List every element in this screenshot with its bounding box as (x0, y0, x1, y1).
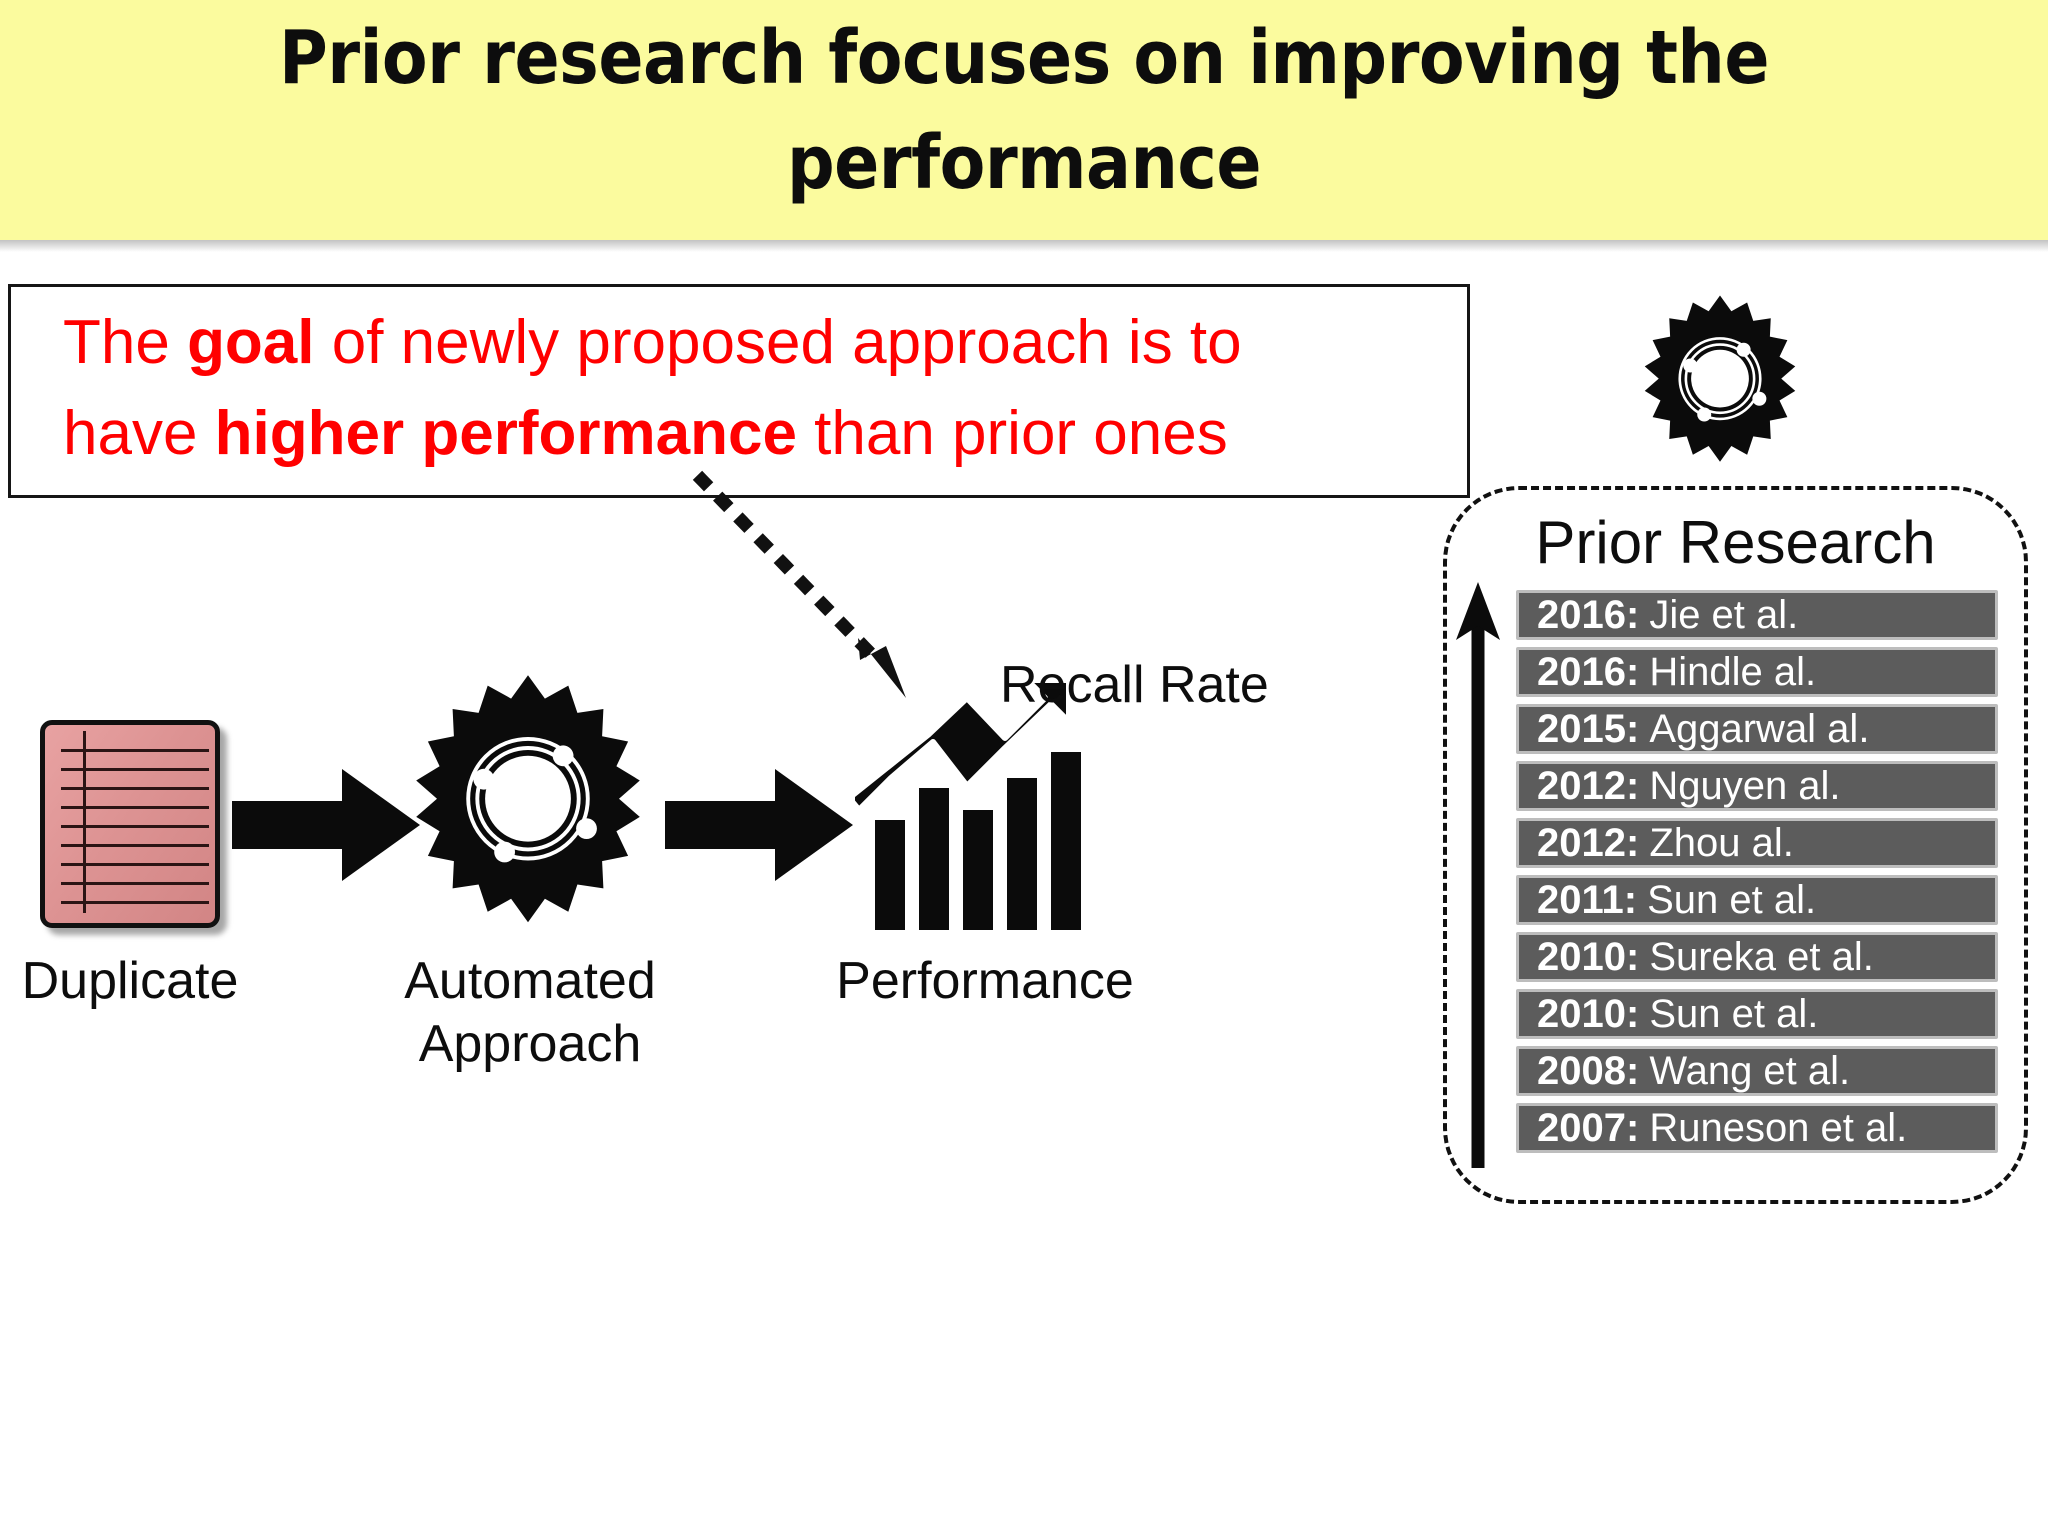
prior-research-author: Jie et al. (1649, 592, 1799, 637)
prior-research-item[interactable]: 2007:Runeson et al. (1516, 1103, 1998, 1153)
goal-plain-text: than prior ones (796, 399, 1228, 469)
page-title: Prior research focuses on improving the … (279, 15, 1769, 207)
document-rule-line (61, 768, 209, 771)
goal-plain-text: of newly proposed approach is to (314, 308, 1242, 377)
document-rule-line (61, 787, 209, 790)
prior-research-year: 2016: (1537, 592, 1640, 637)
prior-research-author: Nguyen al. (1649, 763, 1841, 808)
goal-callout-text: The goal of newly proposed approach is t… (63, 297, 1453, 479)
prior-research-item[interactable]: 2016:Jie et al. (1516, 590, 1998, 640)
document-rule-line (61, 806, 209, 809)
gear-icon (416, 675, 640, 923)
prior-research-item[interactable]: 2008:Wang et al. (1516, 1046, 1998, 1096)
document-rule-line (61, 844, 209, 847)
timeline-up-arrow-icon (1456, 582, 1500, 1168)
goal-callout-box: The goal of newly proposed approach is t… (8, 284, 1470, 498)
flow-label-recall-rate: Recall Rate (1000, 656, 1269, 714)
gear-icon (1644, 295, 1796, 462)
prior-research-year: 2007: (1537, 1105, 1640, 1150)
prior-research-year: 2012: (1537, 763, 1640, 808)
prior-research-item[interactable]: 2011:Sun et al. (1516, 875, 1998, 925)
process-flow-diagram: Duplicate Automated Approach Performance (0, 640, 1180, 1140)
title-banner-shadow (0, 240, 2048, 252)
goal-emphasis: goal (187, 308, 315, 377)
prior-research-author: Hindle al. (1649, 649, 1817, 694)
prior-research-author: Sun et al. (1649, 991, 1819, 1036)
prior-research-item[interactable]: 2015:Aggarwal al. (1516, 704, 1998, 754)
prior-research-panel (1443, 486, 2028, 1204)
document-rule-line (61, 863, 209, 866)
goal-plain-text: have (63, 399, 215, 469)
right-arrow-icon (665, 769, 853, 881)
prior-research-year: 2012: (1537, 820, 1640, 865)
flow-label-performance: Performance (836, 952, 1134, 1010)
prior-research-author: Wang et al. (1649, 1048, 1851, 1093)
prior-research-author: Sun et al. (1647, 877, 1817, 922)
prior-research-list: 2016:Jie et al.2016:Hindle al.2015:Aggar… (1516, 590, 1998, 1160)
flow-label-duplicate: Duplicate (21, 952, 239, 1010)
document-rule-line (61, 825, 209, 828)
bar-chart-trend-up-icon (855, 677, 1081, 930)
prior-research-item[interactable]: 2010:Sureka et al. (1516, 932, 1998, 982)
document-lined-icon (40, 720, 220, 928)
document-rule-line (61, 749, 209, 752)
document-margin-line (83, 731, 86, 913)
document-rule-line (61, 901, 209, 904)
prior-research-year: 2015: (1537, 706, 1640, 751)
right-arrow-icon (232, 769, 420, 881)
goal-emphasis: higher performance (214, 399, 797, 469)
document-rule-line (61, 882, 209, 885)
prior-research-author: Runeson et al. (1649, 1105, 1908, 1150)
title-banner (0, 0, 2048, 240)
flow-label-automated-approach: Automated Approach (404, 952, 656, 1074)
prior-research-year: 2010: (1537, 934, 1640, 979)
goal-plain-text: The (63, 308, 188, 377)
prior-research-item[interactable]: 2016:Hindle al. (1516, 647, 1998, 697)
prior-research-year: 2011: (1537, 877, 1638, 922)
prior-research-year: 2010: (1537, 991, 1640, 1036)
prior-research-item[interactable]: 2010:Sun et al. (1516, 989, 1998, 1039)
prior-research-title: Prior Research (1535, 509, 1936, 576)
prior-research-author: Aggarwal al. (1649, 706, 1870, 751)
prior-research-author: Zhou al. (1649, 820, 1794, 865)
prior-research-item[interactable]: 2012:Nguyen al. (1516, 761, 1998, 811)
prior-research-author: Sureka et al. (1649, 934, 1874, 979)
prior-research-year: 2016: (1537, 649, 1640, 694)
prior-research-year: 2008: (1537, 1048, 1640, 1093)
prior-research-item[interactable]: 2012:Zhou al. (1516, 818, 1998, 868)
